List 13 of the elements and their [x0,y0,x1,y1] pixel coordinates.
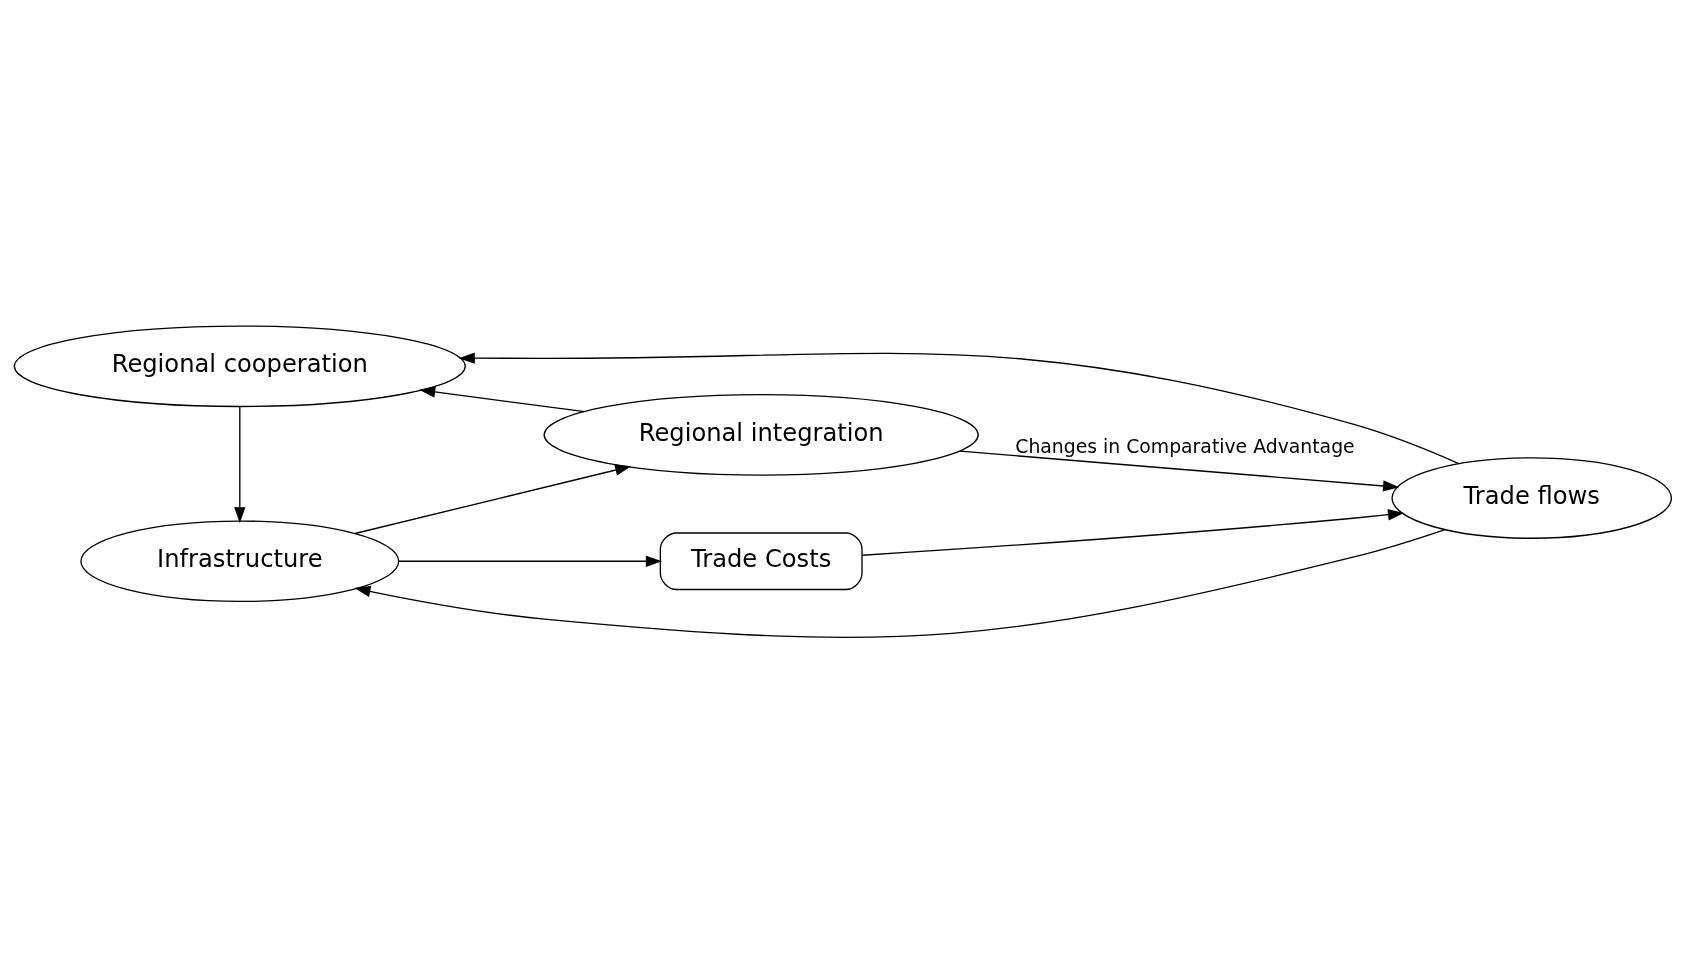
arrow [861,508,1405,556]
node-ellipse: Trade flows [1391,456,1673,539]
arrow [398,555,662,567]
arrow [234,405,246,523]
arrow [354,528,1446,638]
arrow [959,449,1400,492]
node-ellipse: Regional cooperation [13,324,466,407]
arrow [354,464,632,534]
node-box: Trade Costs [659,531,863,590]
edge-label: Changes in Comparative Advantage [1015,435,1355,457]
arrow [419,385,586,412]
node-ellipse: Infrastructure [80,519,400,602]
arrow [458,352,1460,464]
